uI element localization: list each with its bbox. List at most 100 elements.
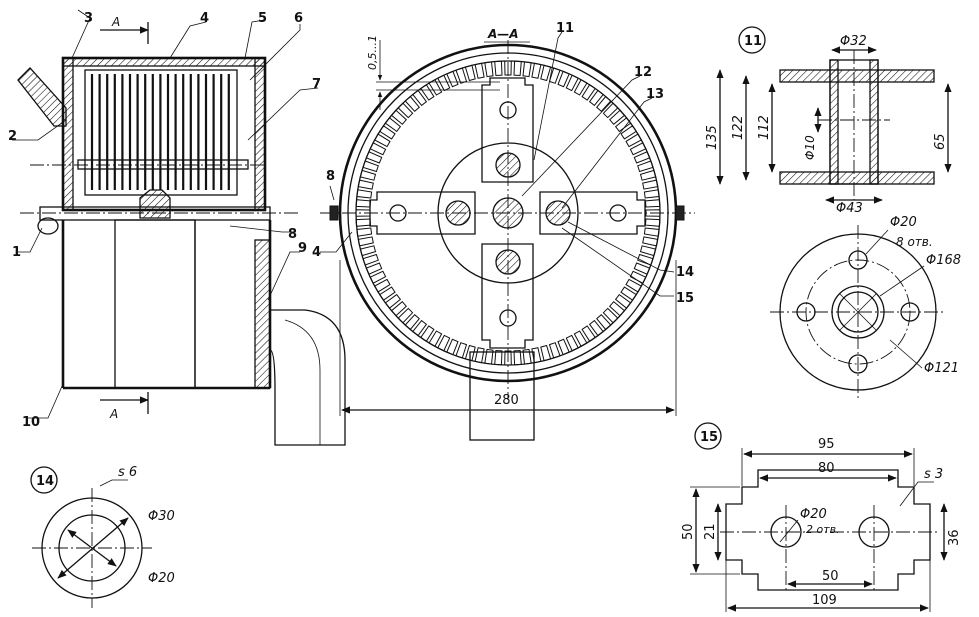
callout-8b: 8 [326, 169, 335, 184]
section-view: А—А 280 0,5...1 11 12 13 14 15 8 4 [312, 21, 695, 441]
rotor-tooth [609, 301, 626, 317]
arm-left [369, 191, 476, 235]
rotor-tooth [596, 95, 612, 112]
rotor-tooth [362, 160, 379, 173]
rotor-tooth [379, 125, 396, 140]
dim-d10: Φ10 [803, 135, 817, 160]
callout-14: 14 [676, 265, 694, 280]
dim-112: 112 [757, 115, 772, 140]
callout-10: 10 [22, 415, 40, 430]
dim-50w: 50 [822, 569, 839, 584]
dim-80: 80 [818, 461, 835, 476]
rotor-tooth [355, 199, 372, 208]
rotor-tooth [365, 151, 383, 164]
rotor-tooth [474, 347, 485, 364]
inlet-pipe [17, 67, 67, 127]
callout-12: 12 [634, 65, 652, 80]
rotor-tooth [581, 325, 596, 342]
rotor-tooth [420, 84, 435, 101]
dim-d32: Φ32 [840, 34, 867, 49]
rotor-tooth [633, 151, 651, 164]
rotor-tooth [639, 169, 657, 181]
arm-top [481, 77, 534, 183]
dim-s3: s 3 [924, 467, 943, 482]
dim-holes: 8 отв. [896, 235, 933, 249]
rotor-tooth [356, 227, 373, 237]
rotor-tooth [531, 347, 542, 364]
rotor-tooth [565, 74, 579, 92]
outlet-elbow [269, 309, 346, 446]
section-mark-top: А [111, 15, 120, 29]
callout-13: 13 [646, 87, 664, 102]
dim-280: 280 [494, 393, 519, 408]
dim-gap: 0,5...1 [366, 35, 379, 70]
dim-50h: 50 [681, 523, 696, 540]
rotor-tooth [504, 350, 512, 366]
rotor-tooth [464, 344, 476, 362]
arm-right [539, 191, 646, 235]
rotor-tooth [629, 270, 647, 284]
rotor-shaft [77, 159, 249, 170]
rotor-tooth [374, 278, 391, 293]
rotor-tooth [357, 179, 374, 190]
rotor-tooth [531, 62, 542, 79]
rotor-tooth [390, 301, 407, 317]
rotor-tooth [384, 293, 402, 309]
dim-d43: Φ43 [836, 201, 863, 216]
callout-4b: 4 [312, 245, 321, 260]
plate-outline [725, 469, 931, 591]
rotor-tooth [356, 189, 373, 199]
rotor-tooth [548, 67, 561, 84]
rotor-tooth [513, 349, 522, 366]
rotor-tooth [557, 70, 570, 88]
callout-7: 7 [312, 77, 321, 92]
rotor-tooth [588, 319, 604, 337]
rotor-tooth [359, 245, 377, 257]
rotor-tooth [494, 60, 503, 77]
rotor-tooth [565, 334, 579, 352]
callout-5: 5 [258, 11, 267, 26]
dim-d30: Φ30 [148, 509, 175, 524]
rotor-tooth [637, 160, 654, 173]
detail-14: 14 s 6 Φ30 Φ20 [30, 465, 175, 608]
callout-3: 3 [84, 11, 93, 26]
rotor-tooth [369, 270, 387, 284]
dim-95: 95 [818, 437, 835, 452]
rotor-tooth [588, 89, 604, 107]
side-view: А А 3 4 5 6 7 2 8 9 1 10 [8, 9, 346, 446]
rotor-tooth [384, 117, 402, 133]
section-title: А—А [487, 27, 519, 41]
drive-shaft [37, 217, 59, 235]
dim-135: 135 [705, 125, 720, 150]
rotor-tooth [642, 236, 659, 247]
rotor-tooth [379, 286, 396, 301]
dim-122: 122 [731, 115, 746, 140]
dim-holes-15: 2 отв. [806, 523, 840, 536]
rotor-tooth [581, 84, 596, 101]
rotor-tooth [357, 236, 374, 247]
detail-11-number: 11 [744, 34, 762, 49]
detail-11: 11 Φ32 Φ43 135 122 112 Φ10 65 [705, 26, 961, 400]
arm-bottom [481, 243, 534, 349]
callout-8: 8 [288, 227, 297, 242]
rotor-tooth [428, 330, 443, 347]
rotor-tooth [644, 199, 661, 208]
rotor-tooth [625, 278, 642, 293]
rotor-tooth [390, 109, 407, 125]
rotor-tooth [557, 338, 570, 356]
rotor-tooth [633, 262, 651, 275]
flange-bottom [779, 171, 935, 185]
rotor-tooth [374, 133, 391, 148]
rotor-tooth [522, 61, 532, 78]
rotor-tooth [412, 89, 428, 107]
callout-15: 15 [676, 291, 694, 306]
flange-top [779, 69, 935, 83]
callout-9: 9 [298, 241, 307, 256]
rotor-tooth [639, 245, 657, 257]
detail-14-number: 14 [36, 474, 54, 489]
rotor-tooth [355, 218, 372, 227]
rotor-tooth [397, 307, 414, 324]
dim-21: 21 [703, 523, 718, 540]
dim-d20-14: Φ20 [148, 571, 175, 586]
